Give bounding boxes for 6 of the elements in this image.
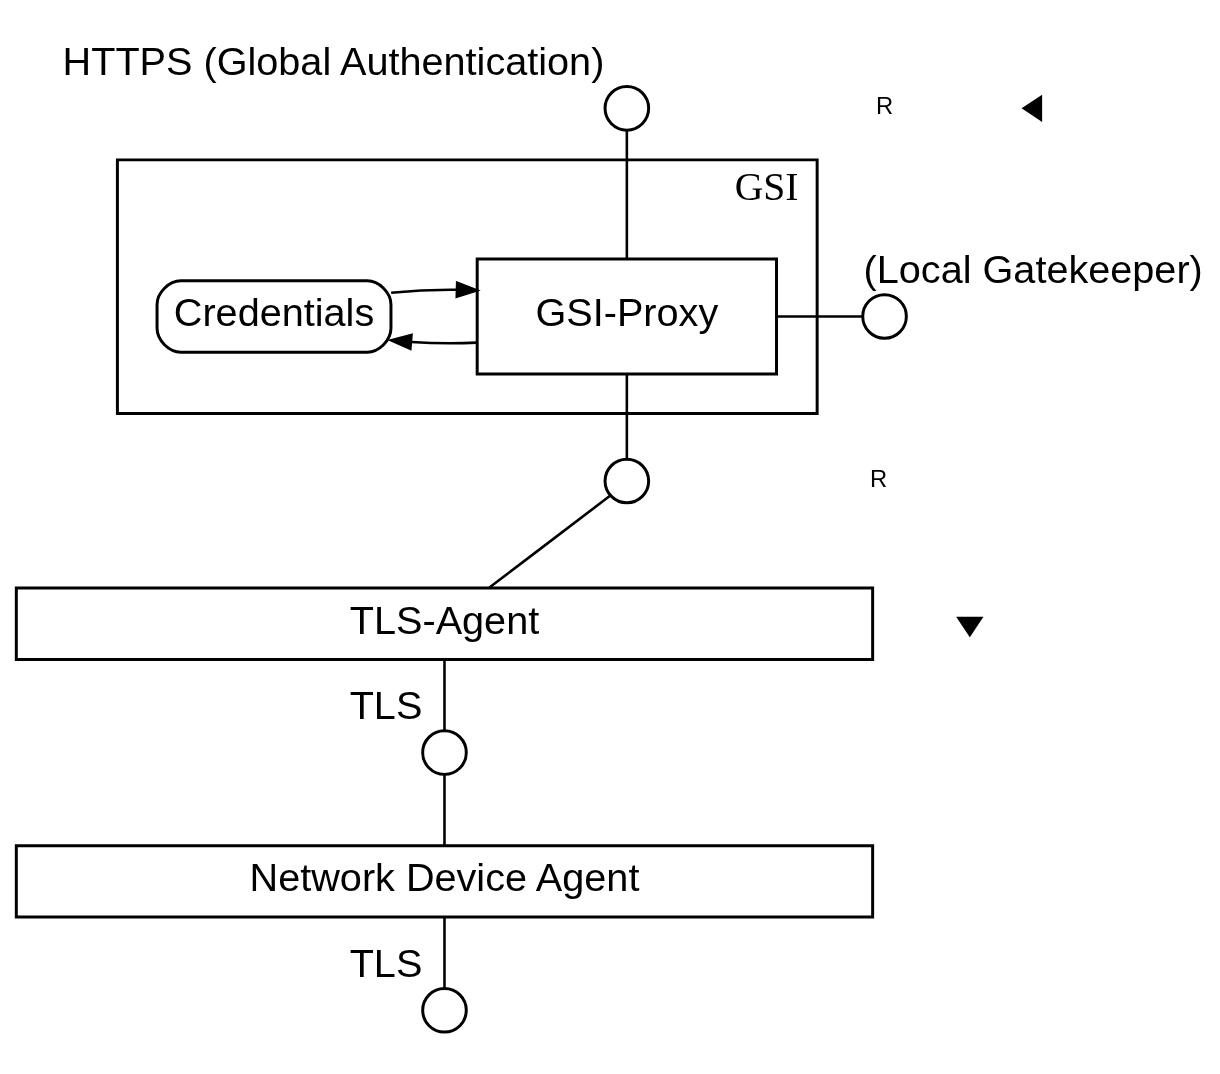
node-label: (Local Gatekeeper) — [863, 246, 1203, 291]
label: R — [870, 464, 888, 492]
label: R — [875, 91, 894, 119]
node-label: TLS — [349, 682, 423, 727]
node-label: TLS — [349, 940, 423, 985]
node-label: HTTPS (Global Authentication) — [62, 38, 605, 83]
